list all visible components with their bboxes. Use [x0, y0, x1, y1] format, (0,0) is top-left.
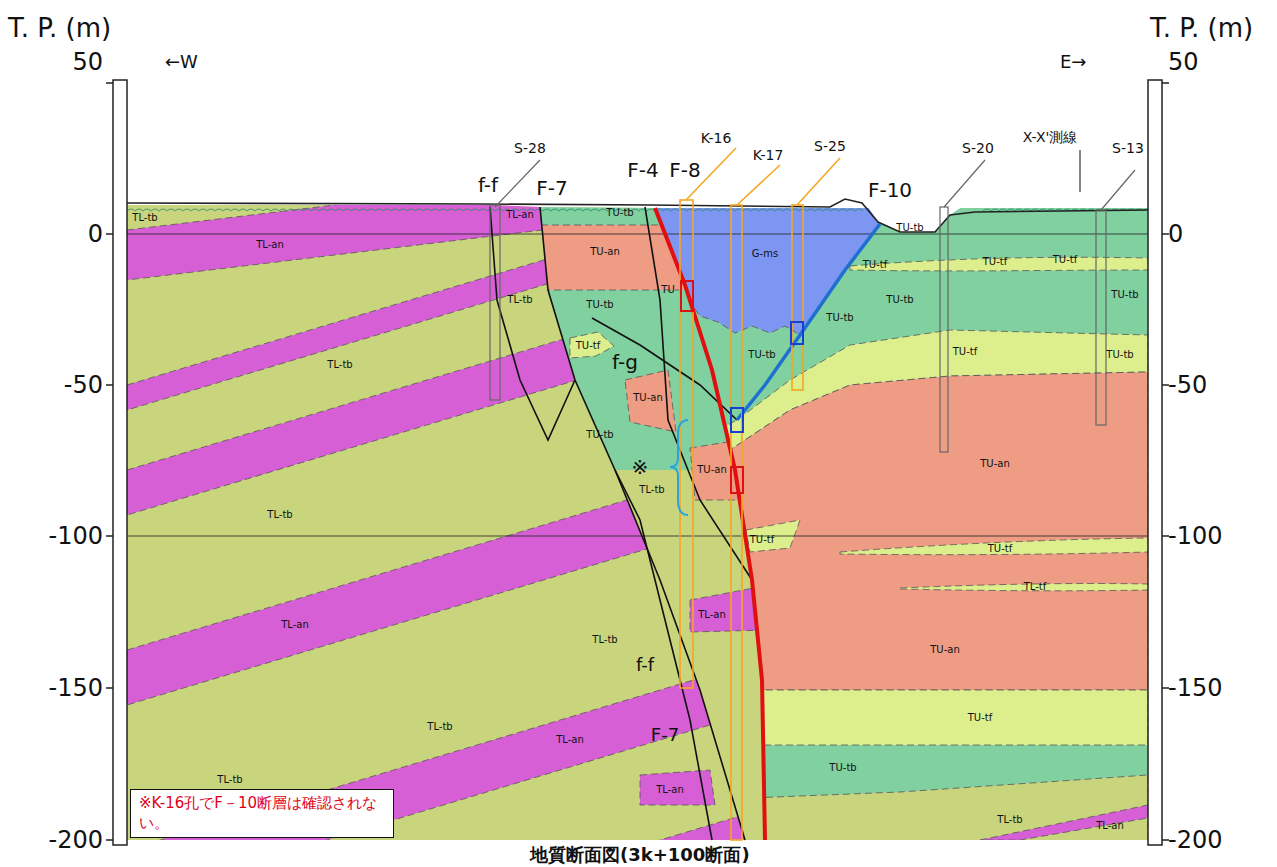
borehole-label: S-13	[1112, 141, 1144, 155]
axis-tick-label: 50	[1168, 50, 1199, 74]
formation-label: G-ms	[752, 249, 778, 259]
note-box: ※K-16孔でF－10断層は確認されない。	[130, 789, 394, 838]
fault-label: f-f	[478, 175, 498, 195]
direction-label: ←W	[165, 53, 198, 71]
fault-lines	[490, 207, 752, 840]
formation-label: TL-an	[556, 735, 584, 745]
formation-label: TU-tf	[953, 347, 977, 357]
elevation-axes	[106, 80, 1169, 845]
formation-label: TL-tb	[997, 815, 1022, 825]
borehole-label: S-20	[962, 141, 994, 155]
fault-label: f-g	[612, 352, 638, 372]
formation-label: TU-an	[697, 465, 727, 475]
formation-label: TL-an	[1096, 821, 1124, 831]
axis-tick-label: -150	[49, 676, 103, 700]
formation-label: TL-tf	[1024, 582, 1047, 592]
formation-label: TU-tf	[863, 260, 887, 270]
direction-label: E→	[1060, 53, 1086, 71]
fault-label: f-f	[636, 656, 654, 674]
fault-label: F-8	[669, 160, 700, 180]
axis-title: T. P. (m)	[8, 15, 111, 41]
formation-label: TU-tb	[586, 300, 613, 310]
axis-tick-label: 50	[72, 50, 103, 74]
formation-label: TU-tf	[988, 544, 1012, 554]
formation-label: TL-an	[506, 210, 534, 220]
fault-label: F-7	[536, 178, 567, 198]
formation-label: TU-tf	[576, 341, 600, 351]
formation-label: TL-tb	[507, 295, 532, 305]
caption: 地質断面図(3k+100断面)	[530, 845, 750, 865]
formation-label: TU-tb	[886, 295, 913, 305]
formation-label: TL-an	[698, 610, 726, 620]
fault-label: F-7	[651, 726, 679, 744]
formation-label: TL-tb	[327, 360, 352, 370]
borehole-label: S-25	[814, 139, 846, 153]
axis-tick-label: -50	[64, 373, 103, 397]
fault-f8	[655, 208, 765, 840]
formation-label: TL-an	[281, 620, 309, 630]
fault-f10	[737, 224, 880, 420]
east-block	[650, 200, 1150, 845]
formation-label: TU-tf	[1053, 255, 1077, 265]
formation-label: TL-an	[656, 785, 684, 795]
formation-label: TU-an	[590, 247, 620, 257]
fault-label: F-10	[868, 180, 912, 200]
axis-tick-label: 0	[88, 222, 103, 246]
formation-label: TL-tb	[132, 213, 157, 223]
axis-tick-label: 0	[1168, 222, 1183, 246]
formation-label: TU-tb	[1111, 290, 1138, 300]
formation-label: TU-an	[930, 645, 960, 655]
axis-title: T. P. (m)	[1150, 15, 1253, 41]
survey-line-label: X-X'測線	[1023, 130, 1078, 144]
axis-tick-label: -200	[49, 828, 103, 852]
formation-label: TU-tb	[586, 430, 613, 440]
axis-tick-label: -100	[49, 524, 103, 548]
formation-label: TU-tf	[750, 535, 774, 545]
formation-label: TU-an	[980, 459, 1010, 469]
axis-tick-label: -150	[1168, 676, 1222, 700]
formation-label: TU-tf	[968, 713, 992, 723]
formation-label: TU-an	[633, 393, 663, 403]
note-text: ※K-16孔でF－10断層は確認されない。	[139, 794, 385, 833]
middle-block	[530, 200, 780, 845]
formation-label: TL-tb	[639, 485, 664, 495]
axis-tick-label: -50	[1168, 373, 1207, 397]
formation-label: TU-tb	[826, 313, 853, 323]
boreholes	[680, 148, 840, 840]
borehole-label: K-16	[701, 131, 732, 145]
formation-label: TU-tb	[829, 763, 856, 773]
formation-label: TU-tb	[748, 350, 775, 360]
formation-label: TU-tb	[606, 208, 633, 218]
formation-label: TL-tb	[592, 635, 617, 645]
fault-label: F-4	[627, 160, 658, 180]
formation-label: TL-tb	[267, 510, 292, 520]
formation-label: TU	[661, 285, 674, 295]
fault-markers	[681, 281, 803, 493]
formation-label: TU-tb	[1106, 350, 1133, 360]
reference-boreholes	[490, 150, 1135, 452]
borehole-label: K-17	[753, 148, 784, 162]
axis-tick-label: -100	[1168, 524, 1222, 548]
bracket	[670, 420, 688, 515]
formation-label: TU-tf	[983, 257, 1007, 267]
borehole-label: S-28	[514, 141, 546, 155]
formation-label: TL-an	[256, 240, 284, 250]
note-mark: ※	[632, 457, 649, 477]
formation-label: TL-tb	[427, 722, 452, 732]
axis-tick-label: -200	[1168, 828, 1222, 852]
formation-label: TU-tb	[896, 223, 923, 233]
formation-label: TL-tb	[217, 775, 242, 785]
